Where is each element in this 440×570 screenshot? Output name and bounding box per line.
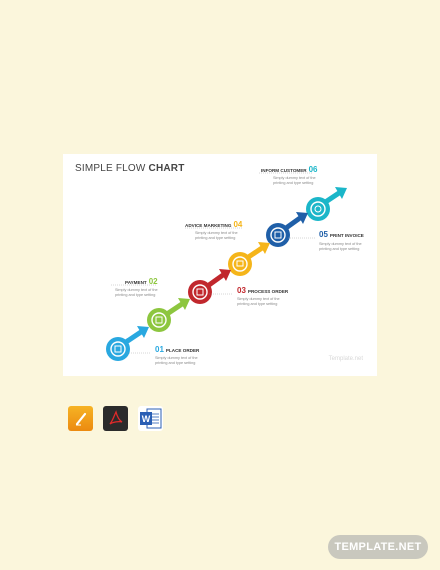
step-05-desc-line1: Simply dummy text of the xyxy=(319,242,362,246)
step-01-node xyxy=(106,326,149,361)
step-06-number: 06 xyxy=(308,165,318,174)
step-04-desc-line2: printing and type setting xyxy=(195,236,236,240)
step-06-desc: Simply dummy text of the printing and ty… xyxy=(273,176,331,186)
step-06-node xyxy=(306,187,347,221)
step-06-desc-line2: printing and type setting xyxy=(273,181,314,185)
step-05-number: 05 xyxy=(319,230,328,239)
step-03-node xyxy=(188,269,231,304)
step-03-desc-line2: printing and type setting xyxy=(237,302,278,306)
step-01-number: 01 xyxy=(155,345,164,354)
pencil-icon xyxy=(75,412,86,425)
word-doc-icon: W xyxy=(140,408,162,429)
step-01-desc-line2: printing and type setting xyxy=(155,361,196,365)
chart-title-bold: CHART xyxy=(145,163,185,174)
step-05-desc: Simply dummy text of the printing and ty… xyxy=(319,242,377,252)
step-02-title: PAYMENT xyxy=(125,280,147,285)
step-05-title: PRINT INVOICE xyxy=(329,233,364,238)
step-04-desc: Simply dummy text of the printing and ty… xyxy=(195,231,253,241)
step-02-desc-line1: Simply dummy text of the xyxy=(115,288,158,292)
step-04-title: ADVICE MARKETING xyxy=(185,223,232,228)
step-05-node xyxy=(266,212,308,247)
step-05-desc-line2: printing and type setting xyxy=(319,247,360,251)
step-04-node xyxy=(228,242,270,276)
step-02-number: 02 xyxy=(148,277,158,286)
step-03-desc: Simply dummy text of the printing and ty… xyxy=(237,297,295,307)
pages-icon[interactable] xyxy=(68,406,93,431)
step-02-desc-line2: printing and type setting xyxy=(115,293,156,297)
step-04-number: 04 xyxy=(233,220,243,229)
step-03-desc-line1: Simply dummy text of the xyxy=(237,297,280,301)
word-icon[interactable]: W xyxy=(138,406,163,431)
flow-chart-graphic xyxy=(106,172,347,361)
chart-title-light: SIMPLE FLOW xyxy=(75,163,146,174)
leader-lines xyxy=(111,172,316,354)
word-letter: W xyxy=(142,414,151,424)
step-04-desc-line1: Simply dummy text of the xyxy=(195,231,238,235)
step-02-desc: Simply dummy text of the printing and ty… xyxy=(115,288,173,298)
step-01-desc-line1: Simply dummy text of the xyxy=(155,356,198,360)
acrobat-icon[interactable] xyxy=(103,406,128,431)
chart-title: SIMPLE FLOW CHART xyxy=(75,163,185,174)
brand-badge[interactable]: TEMPLATE.NET xyxy=(328,535,428,559)
acrobat-swirl-icon xyxy=(108,409,122,425)
step-03-title: PROCESS ORDER xyxy=(247,289,289,294)
step-06-title: INFORM CUSTOMER xyxy=(261,168,307,173)
step-01-desc: Simply dummy text of the printing and ty… xyxy=(155,356,213,366)
step-06-desc-line1: Simply dummy text of the xyxy=(273,176,316,180)
step-03-number: 03 xyxy=(237,286,246,295)
step-01-title: PLACE ORDER xyxy=(165,348,200,353)
card-watermark: Template.net xyxy=(328,356,363,362)
step-02-node xyxy=(147,298,190,332)
